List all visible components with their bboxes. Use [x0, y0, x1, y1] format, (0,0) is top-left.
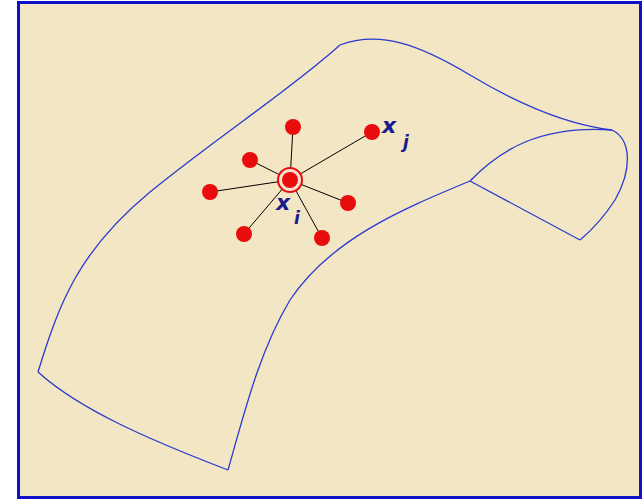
variable-label: x	[276, 192, 290, 214]
subscript-label: i	[294, 210, 300, 227]
point	[314, 230, 330, 246]
neighbour-links	[210, 127, 372, 238]
point	[364, 124, 380, 140]
manifold-hidden-edge	[470, 181, 580, 240]
point	[236, 226, 252, 242]
manifold-top-edge	[38, 39, 612, 372]
center-ring	[278, 168, 302, 192]
frame	[19, 3, 641, 498]
manifold-inner-edge	[470, 129, 612, 181]
point	[340, 195, 356, 211]
manifold-front-edge	[228, 181, 470, 470]
point	[202, 184, 218, 200]
point	[242, 152, 258, 168]
subscript-label: j	[403, 134, 409, 151]
variable-label: x	[382, 115, 396, 137]
neighbour-points	[202, 119, 380, 246]
manifold-bottom-edge	[38, 372, 228, 470]
link	[290, 132, 372, 180]
manifold-outline	[38, 39, 627, 470]
manifold-fold-edge	[580, 130, 627, 240]
point	[285, 119, 301, 135]
center-point	[282, 172, 298, 188]
